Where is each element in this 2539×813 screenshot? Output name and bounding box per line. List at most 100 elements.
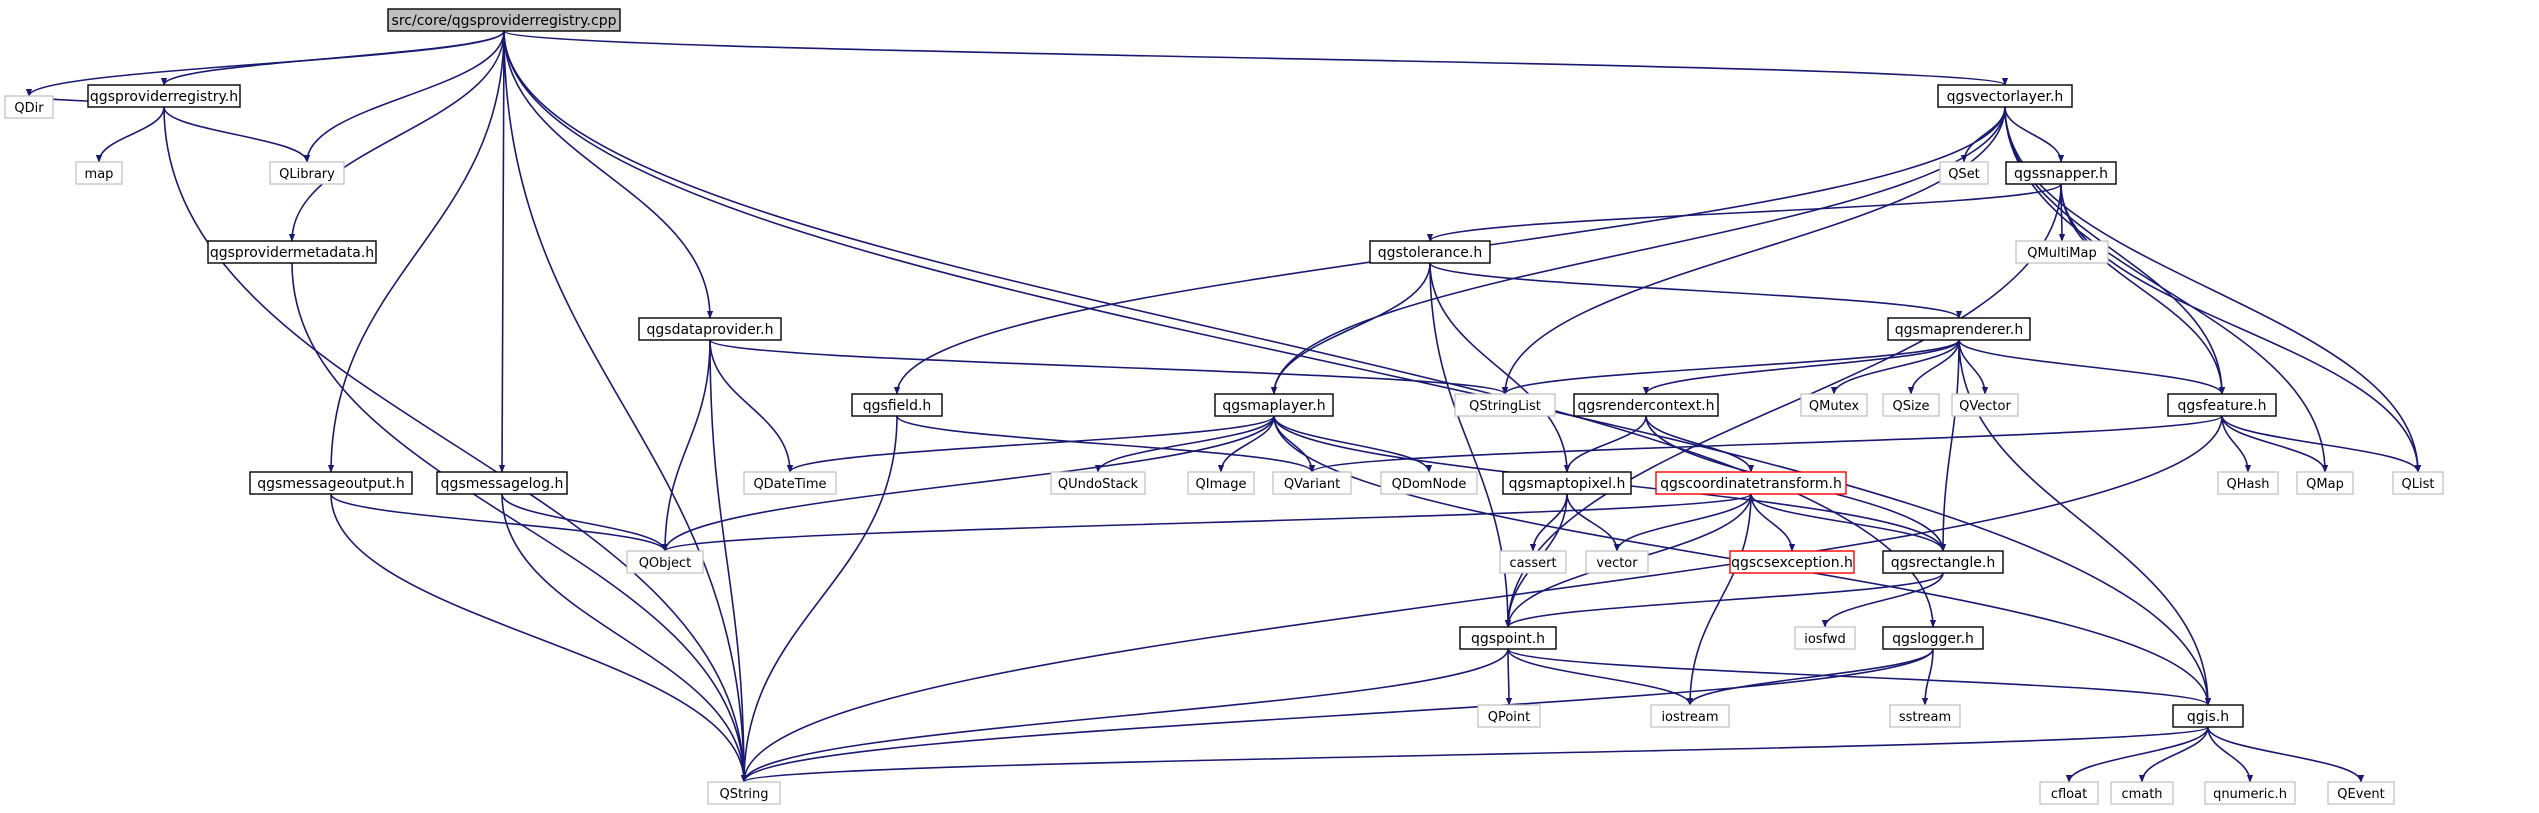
node-box-qgsmaplayer-h[interactable] bbox=[1214, 393, 1334, 417]
node-box-qgsmaprenderer-h[interactable] bbox=[1887, 317, 2031, 341]
node-iostream: iostream bbox=[1650, 704, 1730, 728]
edge-qgsfeature-h-to-qlist bbox=[2221, 415, 2422, 473]
edge-qgsmaprenderer-h-to-qgsrectangle-h bbox=[1939, 339, 1960, 552]
node-qgstolerance-h[interactable]: qgstolerance.h bbox=[1369, 240, 1491, 264]
node-box-qstringlist bbox=[1454, 393, 1556, 417]
node-box-qgsmaptopixel-h[interactable] bbox=[1502, 471, 1632, 495]
node-label-iostream: iostream bbox=[1661, 710, 1718, 725]
edge-qgsmaplayer-h-to-qundostack bbox=[1094, 415, 1275, 473]
node-box-qgscsexception-h[interactable] bbox=[1729, 550, 1855, 574]
node-label-qgstolerance-h: qgstolerance.h bbox=[1378, 245, 1482, 261]
node-qgsvectorlayer-h[interactable]: qgsvectorlayer.h bbox=[1937, 84, 2073, 108]
node-label-qhash: QHash bbox=[2227, 477, 2270, 492]
node-qgsrendercontext-h[interactable]: qgsrendercontext.h bbox=[1573, 393, 1719, 417]
node-box-qgsfeature-h[interactable] bbox=[2167, 393, 2277, 417]
node-label-qvariant: QVariant bbox=[1284, 477, 1340, 492]
node-box-qgsrectangle-h[interactable] bbox=[1882, 550, 2004, 574]
node-box-qgslogger-h[interactable] bbox=[1882, 626, 1984, 650]
node-box-qgsvectorlayer-h[interactable] bbox=[1937, 84, 2073, 108]
node-qgsproviderregistry-h[interactable]: qgsproviderregistry.h bbox=[87, 84, 241, 108]
node-qgsfield-h[interactable]: qgsfield.h bbox=[851, 393, 943, 417]
node-box-qgis-h[interactable] bbox=[2172, 704, 2244, 728]
node-qgsmessageoutput-h[interactable]: qgsmessageoutput.h bbox=[249, 471, 413, 495]
node-label-qdatetime: QDateTime bbox=[753, 477, 826, 492]
node-qhash: QHash bbox=[2217, 471, 2279, 495]
node-qlist: QList bbox=[2392, 471, 2444, 495]
node-box-cfloat bbox=[2039, 781, 2099, 805]
edge-qgsmessageoutput-h-to-qobject bbox=[330, 493, 669, 552]
node-qgspoint-h[interactable]: qgspoint.h bbox=[1459, 626, 1557, 650]
node-label-qgsrectangle-h: qgsrectangle.h bbox=[1891, 555, 1995, 571]
node-box-qgsmessageoutput-h[interactable] bbox=[249, 471, 413, 495]
edge-qgsmaprenderer-h-to-qmutex bbox=[1830, 339, 1960, 395]
node-box-qgssnapper-h[interactable] bbox=[2005, 161, 2117, 185]
node-box-qvariant bbox=[1272, 471, 1352, 495]
edge-qgsmaplayer-h-to-qdatetime bbox=[786, 415, 1275, 473]
edge-qgsfield-h-to-qstring bbox=[740, 415, 898, 783]
node-box-qgsrendercontext-h[interactable] bbox=[1573, 393, 1719, 417]
node-label-qimage: QImage bbox=[1196, 477, 1247, 492]
node-label-qstringlist: QStringList bbox=[1469, 399, 1541, 414]
edge-qgsdataprovider-h-to-qstringlist bbox=[709, 339, 1508, 395]
node-qgsmaprenderer-h[interactable]: qgsmaprenderer.h bbox=[1887, 317, 2031, 341]
edge-root-to-qgsmessageoutput-h bbox=[327, 30, 505, 473]
node-qgis-h[interactable]: qgis.h bbox=[2172, 704, 2244, 728]
node-label-qstring: QString bbox=[719, 787, 768, 802]
node-box-qgsmessagelog-h[interactable] bbox=[436, 471, 568, 495]
edge-qgsproviderregistry-h-to-qstring bbox=[163, 106, 748, 783]
node-map: map bbox=[75, 161, 123, 185]
node-box-qsize bbox=[1882, 393, 1940, 417]
node-qgsrectangle-h[interactable]: qgsrectangle.h bbox=[1882, 550, 2004, 574]
node-label-qmap: QMap bbox=[2306, 477, 2344, 492]
node-box-qgspoint-h[interactable] bbox=[1459, 626, 1557, 650]
edge-qgslogger-h-to-iostream bbox=[1686, 648, 1934, 706]
node-qgsmessagelog-h[interactable]: qgsmessagelog.h bbox=[436, 471, 568, 495]
node-box-src-core-qgsproviderregistry-cpp[interactable] bbox=[387, 8, 621, 32]
node-qobject: QObject bbox=[626, 550, 704, 574]
edge-qgis-h-to-cfloat bbox=[2065, 726, 2209, 783]
edge-root-to-qgsdataprovider-h bbox=[503, 30, 714, 319]
edge-qgsmaprenderer-h-to-qstringlist bbox=[1501, 339, 1960, 395]
edge-qgsmaprenderer-h-to-qsize bbox=[1907, 339, 1960, 395]
node-qgsmaplayer-h[interactable]: qgsmaplayer.h bbox=[1214, 393, 1334, 417]
node-label-vector: vector bbox=[1596, 556, 1638, 571]
node-qgscsexception-h[interactable]: qgscsexception.h bbox=[1729, 550, 1855, 574]
node-cmath: cmath bbox=[2110, 781, 2174, 805]
node-qgslogger-h[interactable]: qgslogger.h bbox=[1882, 626, 1984, 650]
edge-qgsfield-h-to-qvariant bbox=[896, 415, 1316, 473]
node-qgsdataprovider-h[interactable]: qgsdataprovider.h bbox=[638, 317, 782, 341]
node-box-qgsfield-h[interactable] bbox=[851, 393, 943, 417]
node-qgsfeature-h[interactable]: qgsfeature.h bbox=[2167, 393, 2277, 417]
node-label-qgspoint-h: qgspoint.h bbox=[1471, 631, 1545, 647]
node-qgsmaptopixel-h[interactable]: qgsmaptopixel.h bbox=[1502, 471, 1632, 495]
node-qgsprovidermetadata-h[interactable]: qgsprovidermetadata.h bbox=[207, 240, 377, 264]
node-box-qlibrary bbox=[269, 161, 345, 185]
edge-root-to-qgis-h bbox=[503, 30, 2212, 706]
node-qmutex: QMutex bbox=[1800, 393, 1868, 417]
node-label-qnumeric-h: qnumeric.h bbox=[2213, 787, 2287, 802]
node-qvariant: QVariant bbox=[1272, 471, 1352, 495]
node-label-map: map bbox=[85, 167, 114, 182]
edge-qgsproviderregistry-h-to-qlibrary bbox=[163, 106, 311, 163]
node-qgssnapper-h[interactable]: qgssnapper.h bbox=[2005, 161, 2117, 185]
node-src-core-qgsproviderregistry-cpp[interactable]: src/core/qgsproviderregistry.cpp bbox=[387, 8, 621, 32]
node-label-qgsfeature-h: qgsfeature.h bbox=[2178, 398, 2267, 414]
edge-qgsrectangle-h-to-iosfwd bbox=[1821, 572, 1944, 628]
edge-qgslogger-h-to-qstring bbox=[740, 648, 1934, 783]
edge-qgscoordinatetransform-h-to-qgsrectangle-h bbox=[1750, 493, 1947, 552]
edge-qgspoint-h-to-qstring bbox=[740, 648, 1509, 783]
node-box-qgsdataprovider-h[interactable] bbox=[638, 317, 782, 341]
node-label-qobject: QObject bbox=[639, 556, 692, 571]
edge-qgsproviderregistry-h-to-map bbox=[95, 106, 165, 163]
node-box-qgsproviderregistry-h[interactable] bbox=[87, 84, 241, 108]
edge-qgsrectangle-h-to-qgspoint-h bbox=[1504, 572, 1944, 628]
node-box-qhash bbox=[2217, 471, 2279, 495]
node-qset: QSet bbox=[1939, 161, 1989, 185]
node-qdomnode: QDomNode bbox=[1380, 471, 1478, 495]
node-box-qgscoordinatetransform-h[interactable] bbox=[1655, 471, 1847, 495]
node-label-qlibrary: QLibrary bbox=[279, 167, 335, 182]
node-box-qgsprovidermetadata-h[interactable] bbox=[207, 240, 377, 264]
node-box-qgstolerance-h[interactable] bbox=[1369, 240, 1491, 264]
node-box-cmath bbox=[2110, 781, 2174, 805]
node-qgscoordinatetransform-h[interactable]: qgscoordinatetransform.h bbox=[1655, 471, 1847, 495]
